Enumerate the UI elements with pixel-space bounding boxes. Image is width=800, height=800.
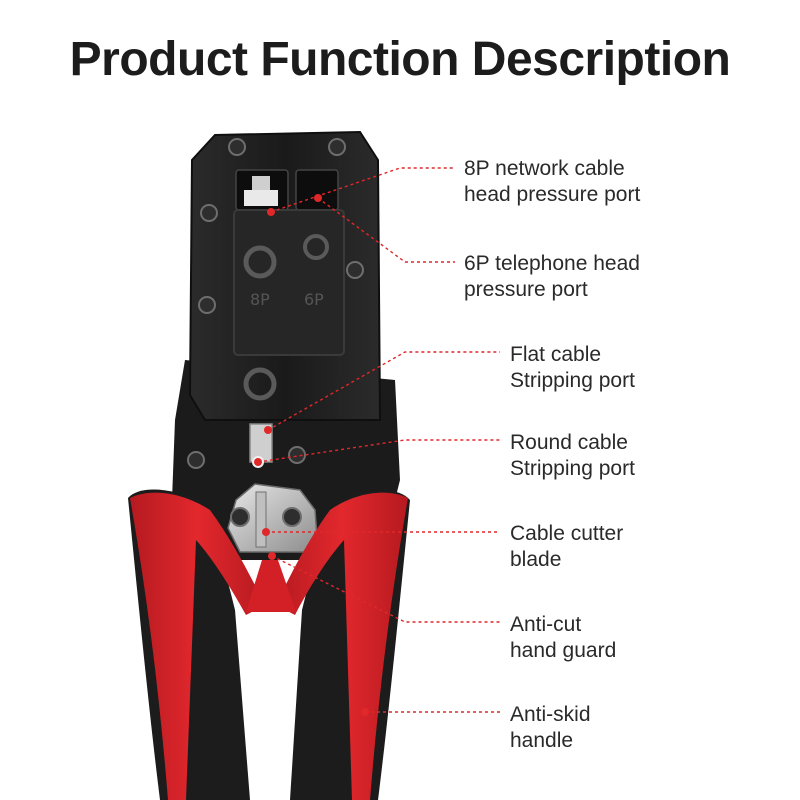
label-line: hand guard bbox=[510, 639, 617, 662]
screws bbox=[187, 138, 364, 527]
label-cutter-blade: Cable cutter blade bbox=[510, 521, 623, 573]
page-title: Product Function Description bbox=[69, 33, 731, 86]
label-line: Stripping port bbox=[510, 369, 635, 392]
label-line: 6P telephone head bbox=[464, 252, 640, 275]
label-anti-cut-guard: Anti-cut hand guard bbox=[510, 612, 616, 664]
label-line: Round cable bbox=[510, 431, 628, 454]
label-anti-skid-handle: Anti-skid handle bbox=[510, 702, 591, 754]
label-flat-stripping: Flat cable Stripping port bbox=[510, 342, 635, 394]
cutter-blade bbox=[255, 491, 267, 548]
anti-cut-guard bbox=[246, 560, 296, 612]
label-line: Cable cutter bbox=[510, 522, 624, 545]
label-line: Stripping port bbox=[510, 457, 635, 480]
die-hole-right bbox=[303, 234, 329, 260]
label-line: Anti-skid bbox=[510, 703, 591, 726]
die-hole-left bbox=[243, 245, 277, 279]
label-line: pressure port bbox=[464, 278, 588, 301]
label-line: 8P network cable bbox=[464, 157, 625, 180]
port-mark-6p: 6P bbox=[304, 290, 324, 309]
right-handle-grip bbox=[276, 492, 408, 800]
label-line: Flat cable bbox=[510, 343, 602, 366]
left-handle-grip bbox=[130, 492, 265, 800]
label-8p-port: 8P network cable head pressure port bbox=[464, 156, 640, 208]
callout-lines bbox=[257, 167, 500, 713]
label-line: blade bbox=[510, 548, 562, 571]
crimp-die bbox=[233, 209, 345, 356]
label-round-stripping: Round cable Stripping port bbox=[510, 430, 635, 482]
label-line: handle bbox=[510, 729, 574, 752]
label-6p-port: 6P telephone head pressure port bbox=[464, 251, 640, 303]
label-line: head pressure port bbox=[464, 183, 641, 206]
port-6p-cavity bbox=[295, 169, 339, 211]
port-mark-8p: 8P bbox=[250, 290, 270, 309]
callout-dots bbox=[254, 194, 369, 716]
label-line: Anti-cut bbox=[510, 613, 582, 636]
